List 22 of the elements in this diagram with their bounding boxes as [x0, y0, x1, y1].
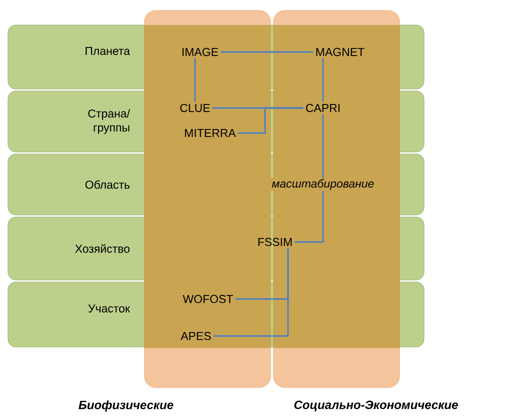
connector-line: [220, 51, 314, 53]
connector-line: [238, 107, 304, 134]
column-heading: Социально-Экономические: [294, 400, 458, 412]
level-label: Область: [85, 180, 130, 189]
model-name: APES: [180, 332, 211, 340]
model-name: FSSIM: [258, 238, 292, 246]
connector-line: [294, 114, 324, 243]
model-name: IMAGE: [182, 48, 218, 56]
column-heading: Биофизические: [78, 400, 174, 412]
model-name: CLUE: [180, 104, 210, 112]
level-label: Участок: [88, 304, 130, 312]
connector-line: [194, 58, 196, 102]
model-name: CAPRI: [306, 104, 340, 112]
connector-line: [214, 248, 289, 337]
level-label: Хозяйство: [75, 244, 130, 253]
edge-label: масштабирование: [270, 178, 376, 191]
model-name: MITERRA: [185, 129, 236, 137]
model-name: WOFOST: [182, 294, 233, 304]
level-label: Страна/ группы: [88, 109, 130, 134]
level-label: Планета: [86, 47, 130, 55]
model-name: MAGNET: [316, 48, 364, 56]
connector-line: [322, 58, 324, 102]
